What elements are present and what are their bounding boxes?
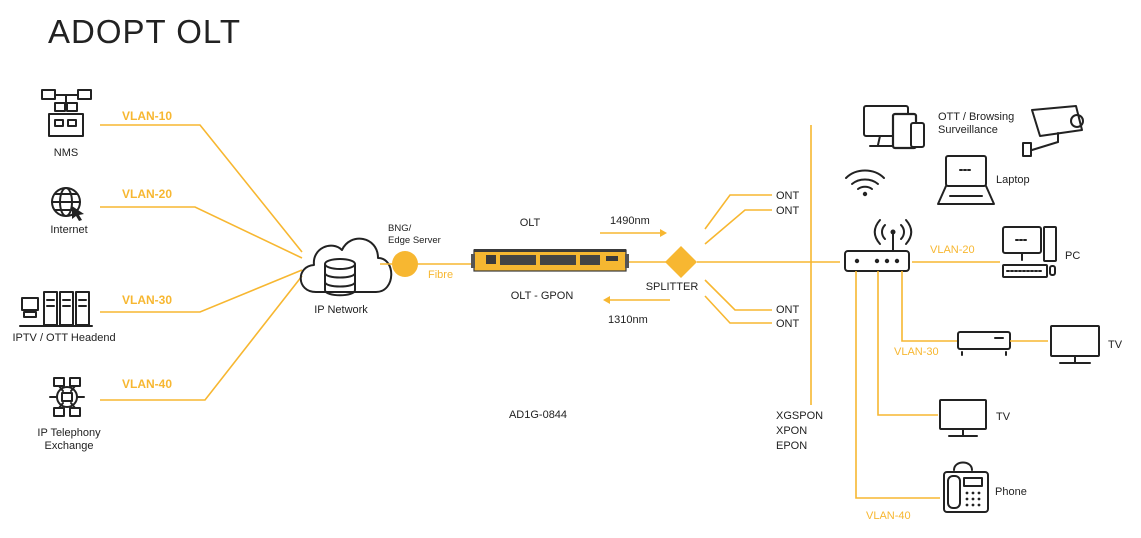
vlan-10-label: VLAN-10 [122, 109, 172, 123]
splitter-label: SPLITTER [646, 281, 699, 293]
pc-icon [1002, 226, 1057, 278]
left-vlan-links [100, 124, 303, 401]
olt-device [471, 249, 629, 272]
ont-label-1: ONT [776, 190, 800, 202]
globe-cursor-icon [51, 187, 84, 221]
tv-label-1: TV [1108, 339, 1123, 351]
telephony-label-line1: IP Telephony [37, 427, 101, 439]
pon-type-xpon: XPON [776, 425, 807, 437]
telephony-exchange-icon [49, 377, 85, 417]
pc-label: PC [1065, 250, 1080, 262]
pon-type-xgspon: XGSPON [776, 410, 823, 422]
iptv-label: IPTV / OTT Headend [12, 332, 115, 344]
multi-screen-icon [863, 105, 925, 150]
surveillance-label: Surveillance [938, 124, 998, 136]
splitter-node [665, 246, 697, 278]
vlan-40-label: VLAN-40 [122, 377, 172, 391]
downstream-wavelength: 1490nm [610, 215, 650, 227]
vlan-30-label: VLAN-30 [122, 293, 172, 307]
vlan-20-link [100, 206, 303, 259]
page-title: ADOPT OLT [48, 13, 241, 50]
nms-network-icon [41, 89, 92, 137]
tv-icon [1050, 325, 1100, 364]
server-rack-icon [19, 291, 93, 327]
vlan-30-link [100, 269, 303, 313]
tv-icon [939, 399, 987, 437]
ont-label-3: ONT [776, 304, 800, 316]
bng-label-line1: BNG/ [388, 223, 412, 234]
vlan-30-right-label: VLAN-30 [894, 346, 939, 358]
vlan-10-link [100, 124, 303, 253]
set-top-box-icon [957, 331, 1011, 356]
olt-gpon-label: OLT - GPON [511, 290, 574, 302]
wifi-icon [845, 169, 885, 197]
upstream-wavelength: 1310nm [608, 314, 648, 326]
phone-label: Phone [995, 486, 1027, 498]
internet-label: Internet [50, 224, 87, 236]
ont-label-2: ONT [776, 205, 800, 217]
olt-model-label: AD1G-0844 [509, 409, 567, 421]
bng-edge-server-node [392, 251, 418, 277]
vlan-20-label: VLAN-20 [122, 187, 172, 201]
ott-browsing-label: OTT / Browsing [938, 111, 1014, 123]
ont-branch-lines [697, 194, 840, 324]
vlan-20-right-label: VLAN-20 [930, 244, 975, 256]
router-icon [844, 219, 913, 272]
ip-network-label: IP Network [314, 304, 368, 316]
router-branch-lines [855, 261, 1000, 499]
downstream-arrow [600, 229, 667, 237]
telephony-label-line2: Exchange [45, 440, 94, 452]
pon-type-epon: EPON [776, 440, 807, 452]
olt-top-label: OLT [520, 217, 541, 229]
ont-label-4: ONT [776, 318, 800, 330]
cloud-database-icon [299, 237, 393, 297]
nms-label: NMS [54, 147, 78, 159]
desk-phone-icon [943, 461, 989, 513]
fibre-label: Fibre [428, 269, 453, 281]
laptop-label: Laptop [996, 174, 1030, 186]
upstream-arrow [603, 296, 670, 304]
vlan-40-link [100, 275, 303, 401]
bng-label-line2: Edge Server [388, 235, 441, 246]
laptop-icon [937, 155, 995, 205]
surveillance-camera-icon [1022, 105, 1084, 157]
vlan-40-right-label: VLAN-40 [866, 510, 911, 522]
tv-label-2: TV [996, 411, 1011, 423]
